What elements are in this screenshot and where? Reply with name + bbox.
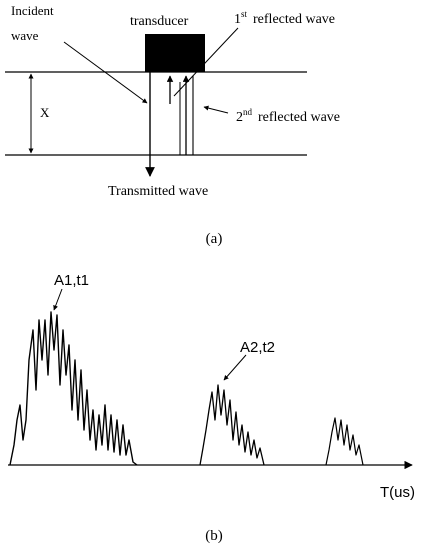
second-reflected-label: 2nd reflected wave [236,107,340,125]
echo-2-pointer [223,354,247,381]
caption-a: (a) [206,231,223,247]
transducer-label: transducer [130,14,189,29]
incident-wave-label-line1: Incident [11,3,54,18]
second-reflected-ordinal-suffix: nd [243,107,253,117]
echo-2-label: A2,t2 [240,339,275,356]
first-reflected-ordinal-suffix: st [241,9,248,19]
first-reflected-pointer [173,27,239,97]
incident-wave-label-line2: wave [11,28,39,43]
panel-b: A1,t1 A2,t2 T(us) (b) [8,272,415,544]
time-axis-label: T(us) [380,484,415,501]
transmitted-wave-label: Transmitted wave [108,184,208,199]
first-reflected-text: reflected wave [253,12,335,27]
caption-b: (b) [205,528,223,544]
first-reflected-ordinal: 1 [234,12,241,27]
echo-2-waveform [199,384,265,466]
first-reflected-label: 1st reflected wave [234,9,335,27]
panel-a: Incident wave transducer 1st reflected wa… [5,3,340,247]
thickness-label: X [40,105,50,120]
transducer-block [145,34,205,72]
echo-1-waveform [9,311,138,466]
second-reflected-pointer [203,105,229,114]
incident-wave-pointer [63,41,148,104]
echo-1-label: A1,t1 [54,272,89,289]
second-reflected-text: reflected wave [258,110,340,125]
echo-1-pointer [53,288,63,311]
echo-3-waveform [325,417,364,466]
second-reflected-ordinal: 2 [236,110,243,125]
